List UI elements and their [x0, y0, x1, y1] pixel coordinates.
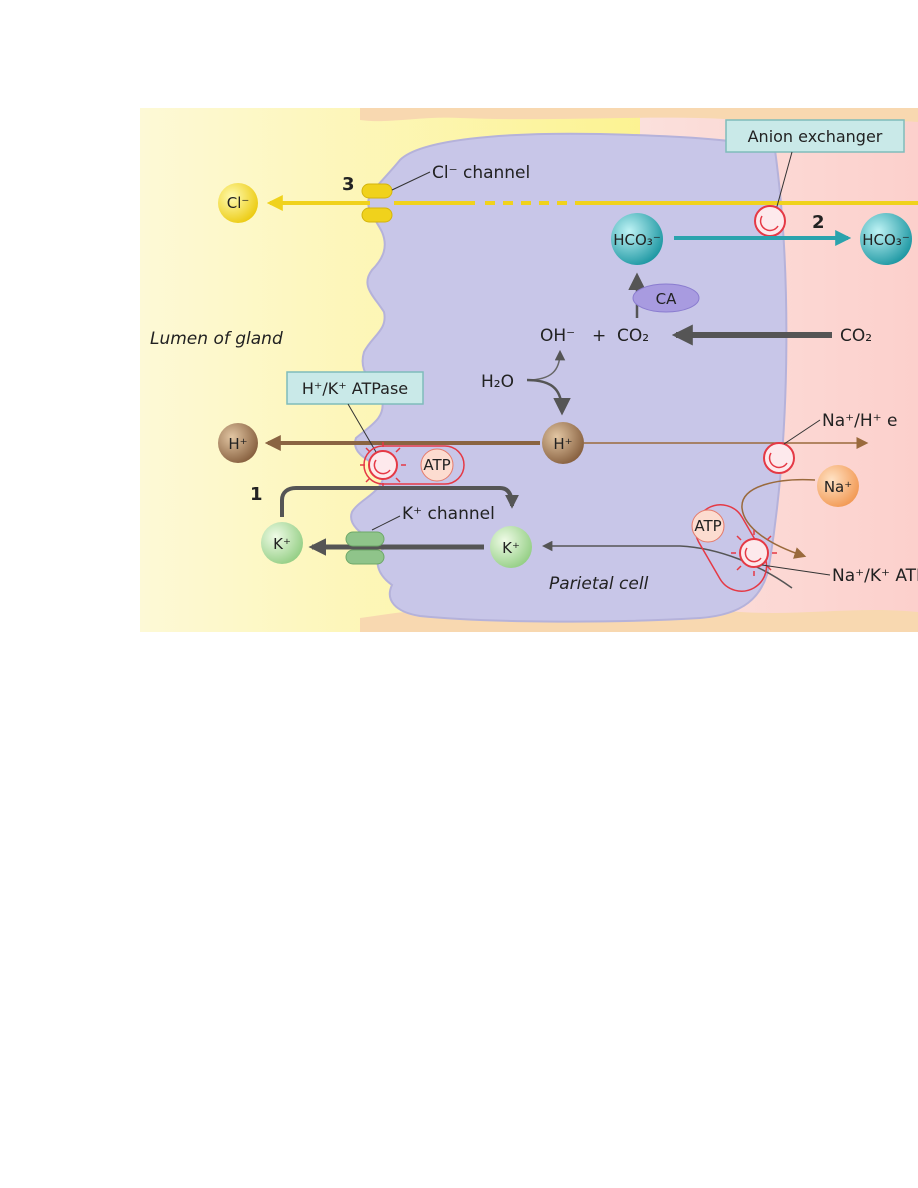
cl-ion-label: Cl⁻ — [227, 194, 250, 212]
step-3-number: 3 — [342, 174, 355, 195]
step-2-number: 2 — [812, 212, 825, 233]
atp-basal — [691, 509, 725, 543]
na-ion-label: Na⁺ — [824, 478, 852, 496]
h-ion-cell — [542, 422, 584, 464]
k-uptake-arrow — [280, 486, 519, 517]
anion-exchanger-box — [725, 119, 905, 153]
na-k-atpase-label: Na⁺/K⁺ ATI — [832, 566, 918, 586]
plus-label: + — [592, 326, 606, 346]
potassium-pathway: 1 K⁺ channel K⁺ K⁺ — [250, 484, 793, 589]
h-ion-lumen — [218, 423, 258, 463]
cl-channel — [361, 183, 393, 223]
atp-basal-label: ATP — [694, 517, 721, 535]
h-ion-lumen-label: H⁺ — [228, 435, 247, 453]
parietal-cell-label: Parietal cell — [549, 574, 649, 594]
k-ion-lumen — [261, 522, 303, 564]
ca-enzyme — [632, 283, 700, 313]
k-channel — [345, 531, 385, 565]
h2o-label: H₂O — [481, 372, 514, 392]
hco3-ion-blood-label: HCO₃⁻ — [862, 231, 910, 249]
na-k-atpase-transporter — [731, 530, 777, 576]
chloride-pathway: Cl⁻ channel 3 Cl⁻ — [218, 163, 918, 223]
k-channel-label: K⁺ channel — [402, 504, 495, 524]
neighbour-cell-top — [360, 108, 918, 122]
proton-pathway: H⁺ H⁺ H⁺/K⁺ ATPase ATP — [218, 371, 869, 488]
na-k-atpase-outline — [694, 504, 768, 592]
hco3-ion-cell — [611, 213, 663, 265]
anion-exchanger-leader — [775, 151, 793, 211]
hk-atpase-box — [286, 371, 424, 405]
carbonic-anhydrase-reaction: CA OH⁻ + CO₂ CO₂ H₂O — [481, 272, 872, 416]
anion-exchanger-label: Anion exchanger — [748, 127, 883, 146]
na-ion — [817, 465, 859, 507]
k-from-blood-arrow — [541, 540, 793, 589]
k-ion-cell — [490, 526, 532, 568]
na-h-exchanger-label: Na⁺/H⁺ e — [822, 411, 897, 431]
cl-ion-lumen — [218, 183, 258, 223]
anion-exchanger-transporter — [754, 205, 786, 237]
na-entry-arrow — [741, 478, 816, 559]
ca-label: CA — [656, 290, 677, 308]
lumen-label: Lumen of gland — [150, 329, 283, 349]
hco3-ion-blood — [860, 213, 912, 265]
co2-blood-label: CO₂ — [840, 326, 872, 346]
co2-cell-label: CO₂ — [617, 326, 649, 346]
k-ion-cell-label: K⁺ — [502, 539, 520, 557]
step-1-number: 1 — [250, 484, 263, 505]
cl-channel-label: Cl⁻ channel — [432, 163, 530, 183]
na-h-exchanger-leader — [783, 419, 821, 445]
k-channel-leader — [371, 515, 401, 531]
hk-atpase-transporter — [360, 442, 406, 488]
cl-channel-leader — [391, 171, 431, 191]
atp-apical-label: ATP — [423, 456, 450, 474]
bicarbonate-pathway: Anion exchanger 2 HCO₃⁻ HCO₃⁻ — [611, 119, 912, 265]
k-ion-lumen-label: K⁺ — [273, 535, 291, 553]
hk-atpase-label: H⁺/K⁺ ATPase — [302, 379, 408, 398]
oh-label: OH⁻ — [540, 326, 575, 346]
h-ion-cell-label: H⁺ — [553, 435, 572, 453]
hco3-ion-cell-label: HCO₃⁻ — [613, 231, 661, 249]
sodium-pathway: Na⁺/H⁺ e Na⁺ ATP Na⁺/K⁺ ATI — [691, 411, 918, 592]
water-to-h-arrow — [526, 378, 571, 416]
hk-atpase-leader — [347, 403, 377, 453]
na-k-atpase-leader — [761, 564, 831, 576]
na-h-exchanger-transporter — [763, 442, 795, 474]
atp-apical — [420, 448, 454, 482]
